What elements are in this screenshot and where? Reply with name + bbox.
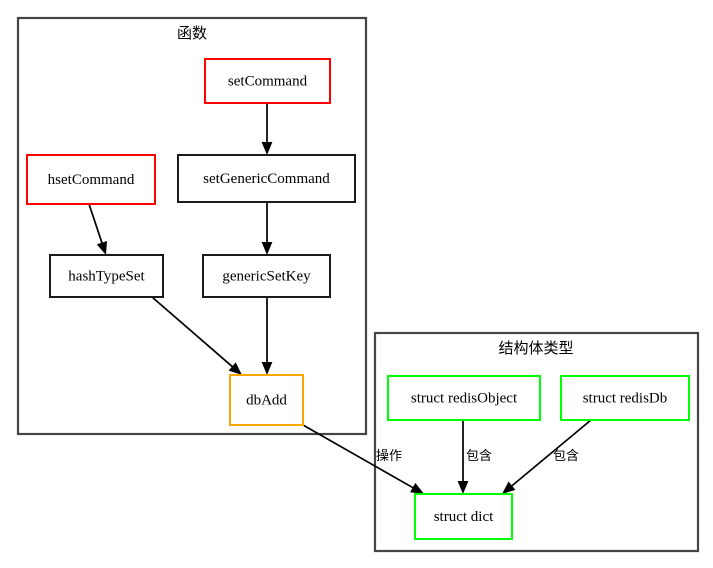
arrowhead-icon — [261, 142, 273, 155]
node-box[interactable] — [177, 154, 356, 203]
node-label: hsetCommand — [48, 172, 135, 188]
edge-redisObject-to-dict: 包含 — [457, 420, 492, 494]
arrowhead-icon — [502, 481, 516, 494]
node-label: dbAdd — [246, 392, 287, 408]
node-hsetCommand[interactable]: hsetCommand — [26, 154, 156, 205]
edge-hsetCommand-to-hashTypeSet — [88, 203, 108, 255]
node-setGenericCommand[interactable]: setGenericCommand — [177, 154, 356, 203]
node-label: struct redisDb — [583, 390, 668, 406]
edge-dbAdd-to-dict: 操作 — [302, 424, 424, 494]
group-functions: 函数 — [16, 16, 368, 436]
node-label: genericSetKey — [222, 268, 311, 284]
node-label: struct redisObject — [411, 390, 518, 406]
edge-label: 操作 — [376, 448, 402, 464]
group-frame-struct-types — [373, 331, 700, 553]
node-box[interactable] — [26, 154, 156, 205]
node-label: hashTypeSet — [68, 268, 145, 284]
arrowhead-icon — [261, 362, 273, 375]
node-dbAdd[interactable]: dbAdd — [229, 374, 304, 426]
edge-label: 包含 — [553, 448, 579, 464]
node-redisDb[interactable]: struct redisDb — [560, 375, 690, 421]
nodes-layer: setCommand hsetCommand setGenericCommand ha… — [26, 58, 690, 540]
group-title-struct-types: 结构体类型 — [498, 339, 573, 357]
arrowhead-icon — [410, 482, 424, 494]
edge-line — [302, 424, 415, 490]
node-dict[interactable]: struct dict — [414, 493, 513, 540]
node-setCommand[interactable]: setCommand — [204, 58, 331, 104]
arrowhead-icon — [457, 481, 469, 494]
node-box[interactable] — [414, 493, 513, 540]
node-label: setGenericCommand — [203, 171, 330, 187]
group-struct-types: 结构体类型 — [373, 331, 700, 553]
node-hashTypeSet[interactable]: hashTypeSet — [49, 254, 164, 298]
node-box[interactable] — [49, 254, 164, 298]
edge-setGenericCommand-to-genericSetKey — [261, 202, 273, 255]
edge-redisDb-to-dict: 包含 — [502, 419, 592, 494]
node-box[interactable] — [387, 375, 541, 421]
arrowhead-icon — [228, 362, 242, 375]
edge-line — [509, 419, 592, 488]
group-frame-functions — [16, 16, 368, 436]
node-box[interactable] — [204, 58, 331, 104]
node-label: struct dict — [434, 509, 494, 525]
edge-hashTypeSet-to-dbAdd — [151, 296, 242, 375]
node-box[interactable] — [229, 374, 304, 426]
edges-layer: 操作 包含 包含 — [88, 103, 592, 494]
node-box[interactable] — [202, 254, 331, 298]
node-label: setCommand — [228, 73, 308, 89]
node-genericSetKey[interactable]: genericSetKey — [202, 254, 331, 298]
edge-line — [88, 203, 104, 245]
edge-genericSetKey-to-dbAdd — [261, 297, 273, 375]
arrowhead-icon — [261, 242, 273, 255]
edge-line — [151, 296, 235, 369]
arrowhead-icon — [96, 240, 108, 255]
node-redisObject[interactable]: struct redisObject — [387, 375, 541, 421]
edge-setCommand-to-setGenericCommand — [261, 103, 273, 155]
edge-label: 包含 — [466, 448, 492, 464]
node-box[interactable] — [560, 375, 690, 421]
group-title-functions: 函数 — [177, 24, 207, 42]
